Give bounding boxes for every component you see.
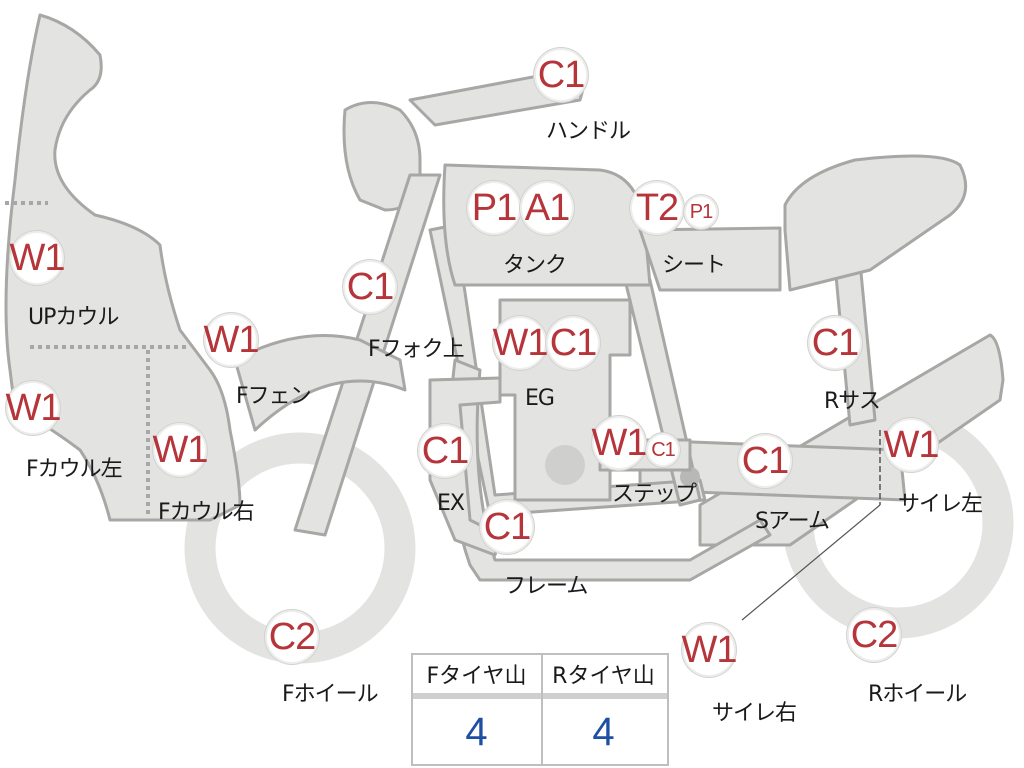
f-cowl-right-label: Fカウル右	[158, 500, 255, 525]
ex-code: C1	[420, 426, 470, 476]
silencer-left-code: W1	[884, 420, 940, 470]
silencer-left-label: サイレ左	[898, 492, 983, 517]
step-code-1: W1	[592, 418, 648, 468]
tank-code-2: A1	[522, 183, 572, 233]
r-wheel-code: C2	[849, 610, 899, 660]
tank-label: タンク	[503, 253, 567, 278]
tire-tread-table: Fタイヤ山 Rタイヤ山 4 4	[411, 653, 669, 766]
f-tire-value: 4	[465, 710, 488, 754]
front-fender-shape	[233, 334, 407, 432]
f-tire-header: Fタイヤ山	[413, 655, 540, 699]
tail-shape	[783, 154, 968, 292]
f-wheel-label: Fホイール	[282, 682, 379, 707]
f-fender-label: Fフェン	[236, 384, 312, 409]
tank-code-1: P1	[469, 183, 519, 233]
s-arm-code: C1	[740, 436, 790, 486]
silencer-right-label: サイレ右	[712, 701, 797, 726]
seat-label: シート	[662, 253, 726, 278]
up-cowl-label: UPカウル	[28, 305, 119, 330]
f-fork-label: Fフォク上	[368, 337, 465, 362]
table-divider	[541, 655, 543, 764]
seat-code-2: P1	[686, 197, 716, 227]
f-cowl-right-code: W1	[153, 425, 209, 475]
seat-shape	[638, 226, 782, 292]
step-code-2: C1	[648, 435, 678, 465]
frame-label: フレーム	[504, 574, 588, 599]
handle-label: ハンドル	[546, 119, 631, 144]
seat-code-1: T2	[632, 183, 682, 233]
up-cowl-code: W1	[10, 233, 66, 283]
r-sus-label: Rサス	[824, 389, 881, 414]
f-cowl-left-label: Fカウル左	[26, 457, 123, 482]
handle-code: C1	[536, 50, 586, 100]
s-arm-label: Sアーム	[755, 509, 830, 534]
step-peg	[680, 467, 700, 487]
eg-label: EG	[525, 386, 555, 411]
f-fork-code: C1	[345, 262, 395, 312]
cowl-shape	[4, 13, 242, 522]
engine-cover	[545, 445, 585, 485]
r-tire-header: Rタイヤ山	[540, 655, 667, 699]
ex-label: EX	[437, 491, 465, 516]
f-fender-code: W1	[204, 315, 260, 365]
r-sus-code: C1	[810, 318, 860, 368]
f-cowl-left-code: W1	[6, 383, 62, 433]
step-label: ステップ	[612, 482, 697, 507]
silencer-right-code: W1	[682, 625, 738, 675]
eg-code-2: C1	[548, 318, 598, 368]
eg-code-1: W1	[493, 318, 549, 368]
r-wheel-label: Rホイール	[868, 682, 967, 707]
frame-code: C1	[482, 502, 532, 552]
f-wheel-code: C2	[267, 612, 317, 662]
r-tire-value: 4	[592, 710, 615, 754]
